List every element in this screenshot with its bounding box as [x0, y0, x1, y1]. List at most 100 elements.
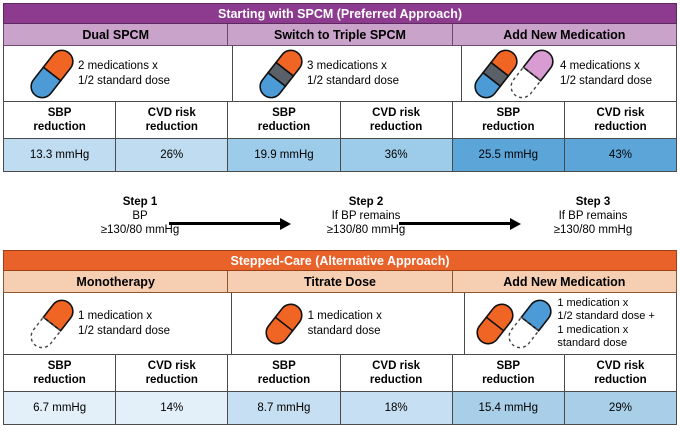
metric-header-line: reduction	[145, 374, 198, 386]
spcm-metric-header-cvd-triple: CVD risk reduction	[340, 102, 453, 139]
metric-header-line: reduction	[594, 121, 647, 133]
stepped-care-caption-monotherapy: 1 medication x 1/2 standard dose	[76, 309, 231, 339]
metric-header-line: reduction	[33, 121, 86, 133]
spcm-icon-cell-triple: 3 medications x 1/2 standard dose	[233, 46, 462, 102]
spcm-value-cvd-dual: 26%	[116, 139, 229, 172]
metric-header-line: reduction	[594, 374, 647, 386]
caption-line: 1/2 standard dose	[307, 74, 400, 87]
caption-line: 1 medication x	[307, 309, 382, 322]
stepped-care-column-header-monotherapy: Monotherapy	[3, 271, 229, 293]
spcm-caption-add-new: 4 medications x 1/2 standard dose	[558, 59, 676, 89]
metric-header-line: SBP	[272, 360, 296, 372]
step-title: Step 3	[575, 196, 611, 208]
dual-capsule-orange-blue-icon	[28, 49, 76, 99]
stepped-care-value-sbp-add-new: 15.4 mmHg	[452, 392, 565, 425]
triple-capsule-plus-dashed-violet-capsule-icon	[472, 48, 558, 100]
half-orange-dashed-capsule-icon	[28, 297, 76, 351]
stepped-care-caption-add-new: 1 medication x 1/2 standard dose + 1 med…	[555, 297, 676, 351]
step-flow: Step 1 BP ≥130/80 mmHg Step 2 If BP rema…	[3, 189, 677, 247]
spcm-metric-headers: SBP reduction CVD risk reduction SBP red…	[3, 102, 678, 139]
step-title: Step 1	[122, 196, 158, 208]
spcm-value-sbp-dual: 13.3 mmHg	[3, 139, 117, 172]
spcm-metric-header-sbp-add-new: SBP reduction	[452, 102, 565, 139]
metric-header-line: CVD risk	[147, 360, 196, 372]
orange-capsule-plus-dashed-blue-capsule-icon	[473, 296, 555, 352]
metric-header-line: SBP	[496, 360, 521, 372]
spcm-caption-dual: 2 medications x 1/2 standard dose	[76, 59, 232, 89]
caption-line: 1/2 standard dose	[78, 324, 171, 337]
arrow-step1-to-step2	[169, 218, 291, 230]
caption-line: standard dose	[307, 324, 381, 337]
step-3: Step 3 If BP remains ≥130/80 mmHg	[518, 195, 668, 237]
spcm-caption-triple: 3 medications x 1/2 standard dose	[305, 59, 461, 89]
full-orange-capsule-icon	[262, 297, 306, 351]
stepped-care-icon-cell-titrate: 1 medication x standard dose	[231, 293, 466, 355]
stepped-care-icon-row: 1 medication x 1/2 standard dose 1 medic…	[3, 293, 678, 355]
metric-header-line: reduction	[145, 121, 198, 133]
step-line: ≥130/80 mmHg	[553, 224, 633, 236]
spcm-column-header-add-new: Add New Medication	[452, 24, 677, 46]
metric-header-line: SBP	[47, 360, 72, 372]
metric-header-line: CVD risk	[147, 107, 196, 119]
spcm-column-header-triple: Switch to Triple SPCM	[228, 24, 453, 46]
stepped-care-metric-header-cvd-add-new: CVD risk reduction	[564, 355, 678, 392]
arrow-step2-to-step3	[399, 218, 521, 230]
stepped-care-metric-headers: SBP reduction CVD risk reduction SBP red…	[3, 355, 678, 392]
stepped-care-metric-header-sbp-add-new: SBP reduction	[452, 355, 565, 392]
stepped-care-caption-titrate: 1 medication x standard dose	[306, 309, 465, 339]
stepped-care-panel: Stepped-Care (Alternative Approach) Mono…	[3, 250, 678, 425]
metric-header-line: CVD risk	[372, 107, 421, 119]
caption-line: standard dose	[557, 337, 628, 349]
metric-header-line: CVD risk	[596, 360, 645, 372]
spcm-icon-cell-add-new: 4 medications x 1/2 standard dose	[462, 46, 677, 102]
caption-line: 1/2 standard dose	[78, 74, 171, 87]
spcm-metric-header-cvd-dual: CVD risk reduction	[116, 102, 229, 139]
spcm-panel-title: Starting with SPCM (Preferred Approach)	[3, 3, 677, 24]
stepped-care-metric-values: 6.7 mmHg 14% 8.7 mmHg 18% 15.4 mmHg 29%	[3, 392, 678, 425]
step-line: ≥130/80 mmHg	[326, 224, 406, 236]
spcm-value-cvd-triple: 36%	[340, 139, 453, 172]
spcm-metric-header-sbp-triple: SBP reduction	[228, 102, 341, 139]
stepped-care-panel-title: Stepped-Care (Alternative Approach)	[3, 250, 677, 271]
stepped-care-column-headers: Monotherapy Titrate Dose Add New Medicat…	[3, 271, 677, 293]
metric-header-line: SBP	[496, 107, 521, 119]
spcm-metric-header-cvd-add-new: CVD risk reduction	[564, 102, 678, 139]
metric-header-line: reduction	[257, 374, 311, 386]
caption-line: 2 medications x	[78, 59, 158, 72]
metric-header-line: reduction	[482, 374, 535, 386]
caption-line: 1/2 standard dose +	[557, 310, 655, 322]
caption-line: 3 medications x	[307, 59, 387, 72]
metric-header-line: reduction	[482, 121, 535, 133]
metric-header-line: reduction	[33, 374, 86, 386]
caption-line: 1/2 standard dose	[560, 74, 653, 87]
stepped-care-value-sbp-monotherapy: 6.7 mmHg	[3, 392, 117, 425]
stepped-care-metric-header-sbp-monotherapy: SBP reduction	[3, 355, 117, 392]
spcm-column-headers: Dual SPCM Switch to Triple SPCM Add New …	[3, 24, 677, 46]
metric-header-line: reduction	[369, 374, 423, 386]
step-2: Step 2 If BP remains ≥130/80 mmHg	[291, 195, 441, 237]
spcm-metric-values: 13.3 mmHg 26% 19.9 mmHg 36% 25.5 mmHg 43…	[3, 139, 678, 172]
caption-line: 1 medication x	[557, 323, 629, 336]
stepped-care-value-cvd-monotherapy: 14%	[116, 392, 229, 425]
spcm-column-header-dual: Dual SPCM	[3, 24, 229, 46]
metric-header-line: SBP	[272, 107, 296, 119]
stepped-care-metric-header-sbp-titrate: SBP reduction	[228, 355, 341, 392]
spcm-panel: Starting with SPCM (Preferred Approach) …	[3, 3, 678, 172]
stepped-care-metric-header-cvd-titrate: CVD risk reduction	[340, 355, 453, 392]
caption-line: 1 medication x	[557, 296, 629, 309]
spcm-icon-row: 2 medications x 1/2 standard dose	[3, 46, 677, 102]
stepped-care-value-cvd-titrate: 18%	[340, 392, 453, 425]
caption-line: 4 medications x	[560, 59, 640, 72]
spcm-icon-cell-dual: 2 medications x 1/2 standard dose	[3, 46, 233, 102]
triple-capsule-orange-gray-blue-icon	[257, 49, 305, 99]
metric-header-line: CVD risk	[372, 360, 421, 372]
metric-header-line: reduction	[257, 121, 311, 133]
spcm-metric-header-sbp-dual: SBP reduction	[3, 102, 117, 139]
spcm-value-sbp-add-new: 25.5 mmHg	[452, 139, 565, 172]
stepped-care-icon-cell-add-new: 1 medication x 1/2 standard dose + 1 med…	[465, 293, 678, 355]
caption-line: 1 medication x	[78, 309, 153, 322]
stepped-care-icon-cell-monotherapy: 1 medication x 1/2 standard dose	[3, 293, 232, 355]
metric-header-line: reduction	[369, 121, 423, 133]
spcm-value-sbp-triple: 19.9 mmHg	[228, 139, 341, 172]
